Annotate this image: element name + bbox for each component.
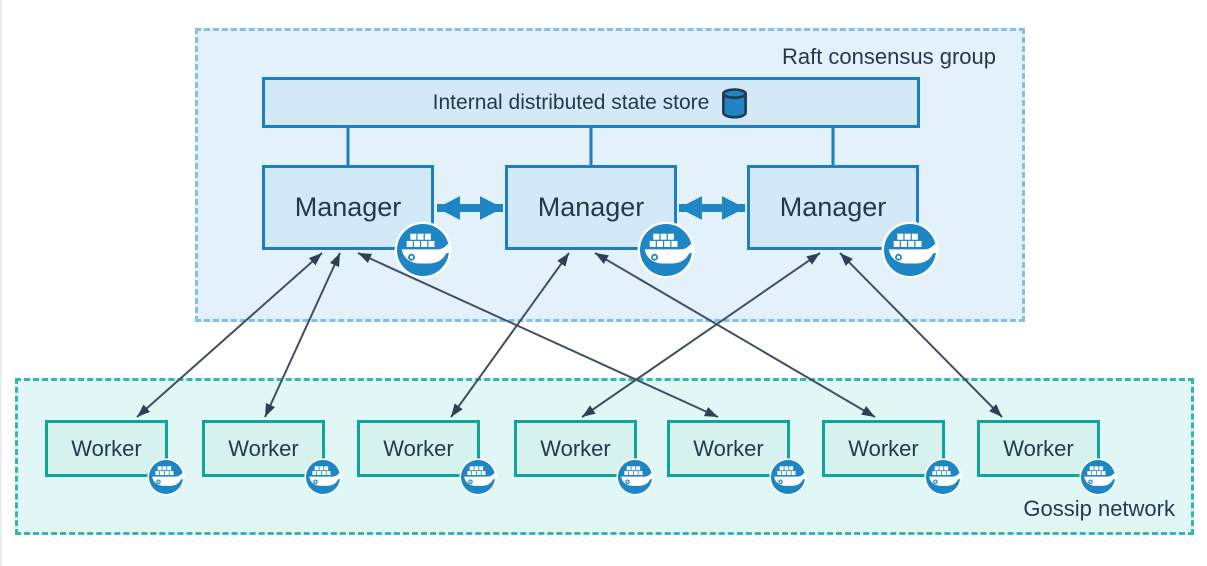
docker-whale-icon	[459, 458, 497, 496]
worker-label: Worker	[383, 435, 454, 461]
docker-whale-icon	[147, 458, 185, 496]
gossip-network-label: Gossip network	[1023, 496, 1175, 521]
manager-3-worker-7-link	[839, 252, 1003, 418]
worker-label: Worker	[540, 435, 611, 461]
docker-whale-icon	[881, 221, 939, 279]
database-cylinder-icon	[720, 87, 749, 119]
worker-node-3: Worker	[357, 420, 480, 477]
worker-node-2: Worker	[202, 420, 325, 477]
manager-label: Manager	[779, 192, 887, 222]
manager-3-worker-4-link	[581, 252, 821, 418]
manager-2-worker-3-link	[450, 252, 570, 418]
docker-whale-icon	[616, 458, 654, 496]
raft-group-label: Raft consensus group	[781, 44, 996, 69]
worker-label: Worker	[848, 435, 919, 461]
worker-label: Worker	[1003, 435, 1074, 461]
docker-whale-icon	[769, 458, 807, 496]
docker-whale-icon	[394, 221, 452, 279]
manager-label: Manager	[537, 192, 645, 222]
manager-node-3: Manager	[747, 165, 919, 250]
state-store-label: Internal distributed state store	[432, 90, 710, 114]
worker-node-7: Worker	[977, 420, 1100, 477]
manager-1-worker-2-link	[264, 252, 341, 418]
manager-label: Manager	[294, 192, 402, 222]
worker-label: Worker	[71, 435, 142, 461]
docker-whale-icon	[924, 458, 962, 496]
worker-node-6: Worker	[822, 420, 945, 477]
docker-whale-icon	[1079, 458, 1117, 496]
manager-1-worker-1-link	[136, 252, 323, 418]
worker-label: Worker	[693, 435, 764, 461]
worker-node-5: Worker	[667, 420, 790, 477]
docker-whale-icon	[637, 221, 695, 279]
docker-whale-icon	[304, 458, 342, 496]
state-store-node: Internal distributed state store	[262, 77, 920, 128]
worker-label: Worker	[228, 435, 299, 461]
worker-node-1: Worker	[45, 420, 168, 477]
worker-node-4: Worker	[514, 420, 637, 477]
